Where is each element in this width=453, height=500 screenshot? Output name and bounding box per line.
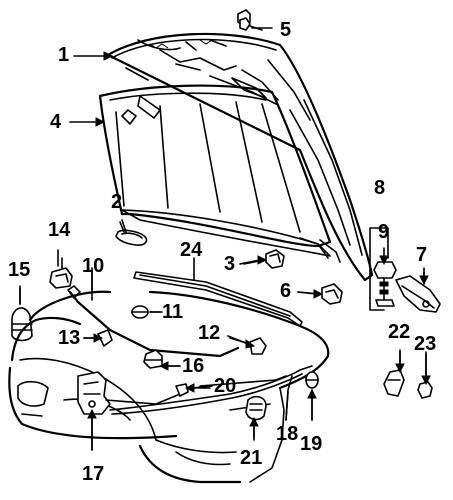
callout-23: 23 — [414, 333, 437, 355]
callout-7: 7 — [416, 244, 428, 266]
hood-bumper-top — [237, 9, 273, 31]
fastener — [417, 351, 433, 399]
callout-4: 4 — [50, 111, 62, 133]
callout-24: 24 — [180, 239, 203, 261]
hood-hinge — [395, 271, 441, 313]
callout-16: 16 — [182, 355, 205, 377]
callout-14: 14 — [48, 219, 71, 241]
callout-6: 6 — [280, 280, 292, 302]
callout-21: 21 — [240, 447, 263, 469]
callout-5: 5 — [280, 19, 292, 41]
hood-grommet — [115, 219, 148, 246]
callout-12: 12 — [198, 322, 221, 344]
callout-2: 2 — [111, 191, 123, 213]
leader-lines — [19, 25, 431, 451]
hinge-spring — [383, 349, 405, 397]
callout-8: 8 — [374, 177, 386, 199]
callout-9: 9 — [378, 221, 390, 243]
callout-3: 3 — [224, 253, 236, 275]
callout-20: 20 — [214, 375, 237, 397]
callout-11: 11 — [162, 301, 184, 323]
hood-outer-panel — [106, 32, 374, 282]
callout-15: 15 — [8, 259, 31, 281]
release-cable — [109, 365, 313, 415]
release-handle — [245, 395, 267, 439]
callout-22: 22 — [388, 321, 411, 343]
callout-1: 1 — [58, 44, 70, 66]
callout-13: 13 — [58, 327, 81, 349]
callout-17: 17 — [82, 463, 105, 485]
bolt-assembly — [369, 227, 397, 311]
hood-insulator — [98, 84, 341, 263]
bumper-block — [49, 257, 73, 289]
callout-18: 18 — [276, 423, 299, 445]
callout-10: 10 — [82, 255, 105, 277]
callout-19: 19 — [300, 433, 323, 455]
